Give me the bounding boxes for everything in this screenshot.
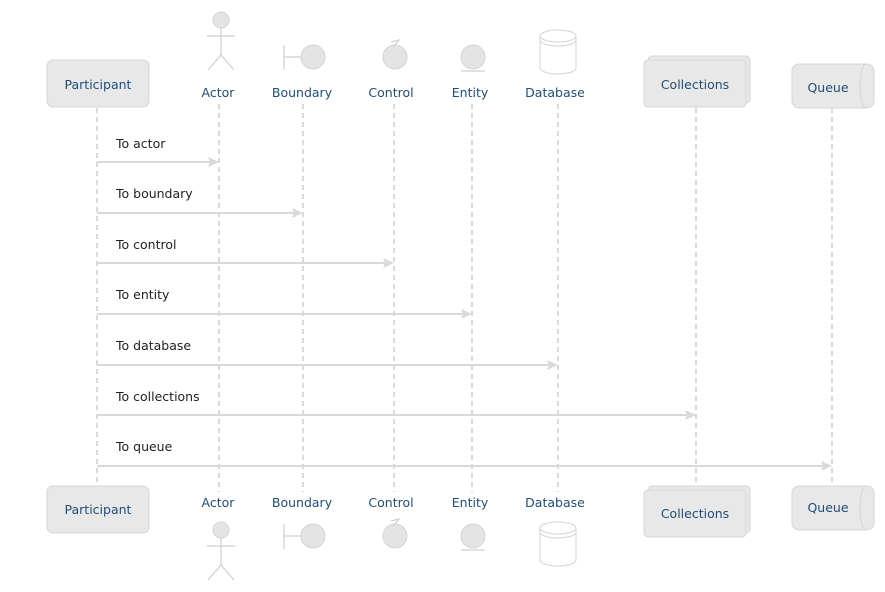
database-head-bottom: Database: [525, 495, 585, 567]
participant-label: Participant: [65, 77, 132, 92]
control-head-top: Control: [368, 38, 414, 100]
participant-head-bottom: Participant: [46, 485, 150, 534]
collections-box: [643, 489, 747, 538]
control-icon: [382, 517, 408, 549]
message-to-boundary: To boundary: [97, 186, 303, 218]
queue-icon: [791, 485, 875, 531]
queue-label: Queue: [807, 500, 848, 515]
actor-head-bottom: Actor: [202, 495, 236, 581]
arrowhead: [461, 309, 472, 319]
messages: To actor To boundary To control To entit…: [97, 136, 832, 471]
database-label: Database: [525, 85, 585, 100]
message-to-collections: To collections: [97, 389, 696, 420]
message-to-control: To control: [97, 237, 394, 268]
message-label: To queue: [115, 439, 173, 454]
database-label: Database: [525, 495, 585, 510]
control-label: Control: [368, 85, 413, 100]
boundary-head-top: Boundary: [272, 44, 333, 100]
message-to-entity: To entity: [97, 287, 472, 319]
boundary-label: Boundary: [272, 85, 333, 100]
entity-icon: [460, 523, 486, 551]
arrowhead: [821, 461, 832, 471]
arrowhead: [547, 360, 558, 370]
message-label: To entity: [115, 287, 170, 302]
database-icon: [539, 521, 577, 567]
boundary-head-bottom: Boundary: [272, 495, 333, 549]
entity-label: Entity: [452, 495, 489, 510]
message-to-actor: To actor: [97, 136, 219, 167]
actor-icon: [207, 11, 235, 71]
collections-head-bottom: Collections: [643, 485, 751, 538]
entity-head-bottom: Entity: [452, 495, 489, 551]
queue-head-top: Queue: [791, 63, 875, 109]
message-to-database: To database: [97, 338, 558, 370]
actor-label: Actor: [202, 495, 236, 510]
control-label: Control: [368, 495, 413, 510]
arrowhead: [383, 258, 394, 268]
actor-head-top: Actor: [202, 11, 236, 100]
boundary-label: Boundary: [272, 495, 333, 510]
message-label: To control: [115, 237, 176, 252]
message-label: To collections: [115, 389, 200, 404]
message-to-queue: To queue: [97, 439, 832, 471]
queue-icon: [791, 63, 875, 109]
actor-icon: [207, 521, 235, 581]
lifelines: [96, 104, 833, 492]
collections-label: Collections: [661, 77, 729, 92]
boundary-icon: [283, 44, 326, 70]
collections-box: [643, 59, 747, 108]
participant-head-top: Participant: [46, 59, 150, 108]
collections-head-top: Collections: [643, 55, 751, 108]
actor-label: Actor: [202, 85, 236, 100]
participant-box: [46, 59, 150, 108]
arrowhead: [292, 208, 303, 218]
control-head-bottom: Control: [368, 495, 414, 549]
participant-box: [46, 485, 150, 534]
control-icon: [382, 38, 408, 70]
arrowhead: [208, 157, 219, 167]
queue-head-bottom: Queue: [791, 485, 875, 531]
entity-label: Entity: [452, 85, 489, 100]
entity-head-top: Entity: [452, 44, 489, 100]
boundary-icon: [283, 523, 326, 549]
message-label: To actor: [115, 136, 166, 151]
collections-label: Collections: [661, 506, 729, 521]
participant-label: Participant: [65, 502, 132, 517]
database-head-top: Database: [525, 29, 585, 100]
message-label: To boundary: [115, 186, 193, 201]
database-icon: [539, 29, 577, 75]
arrowhead: [685, 410, 696, 420]
entity-icon: [460, 44, 486, 72]
queue-label: Queue: [807, 80, 848, 95]
message-label: To database: [115, 338, 191, 353]
